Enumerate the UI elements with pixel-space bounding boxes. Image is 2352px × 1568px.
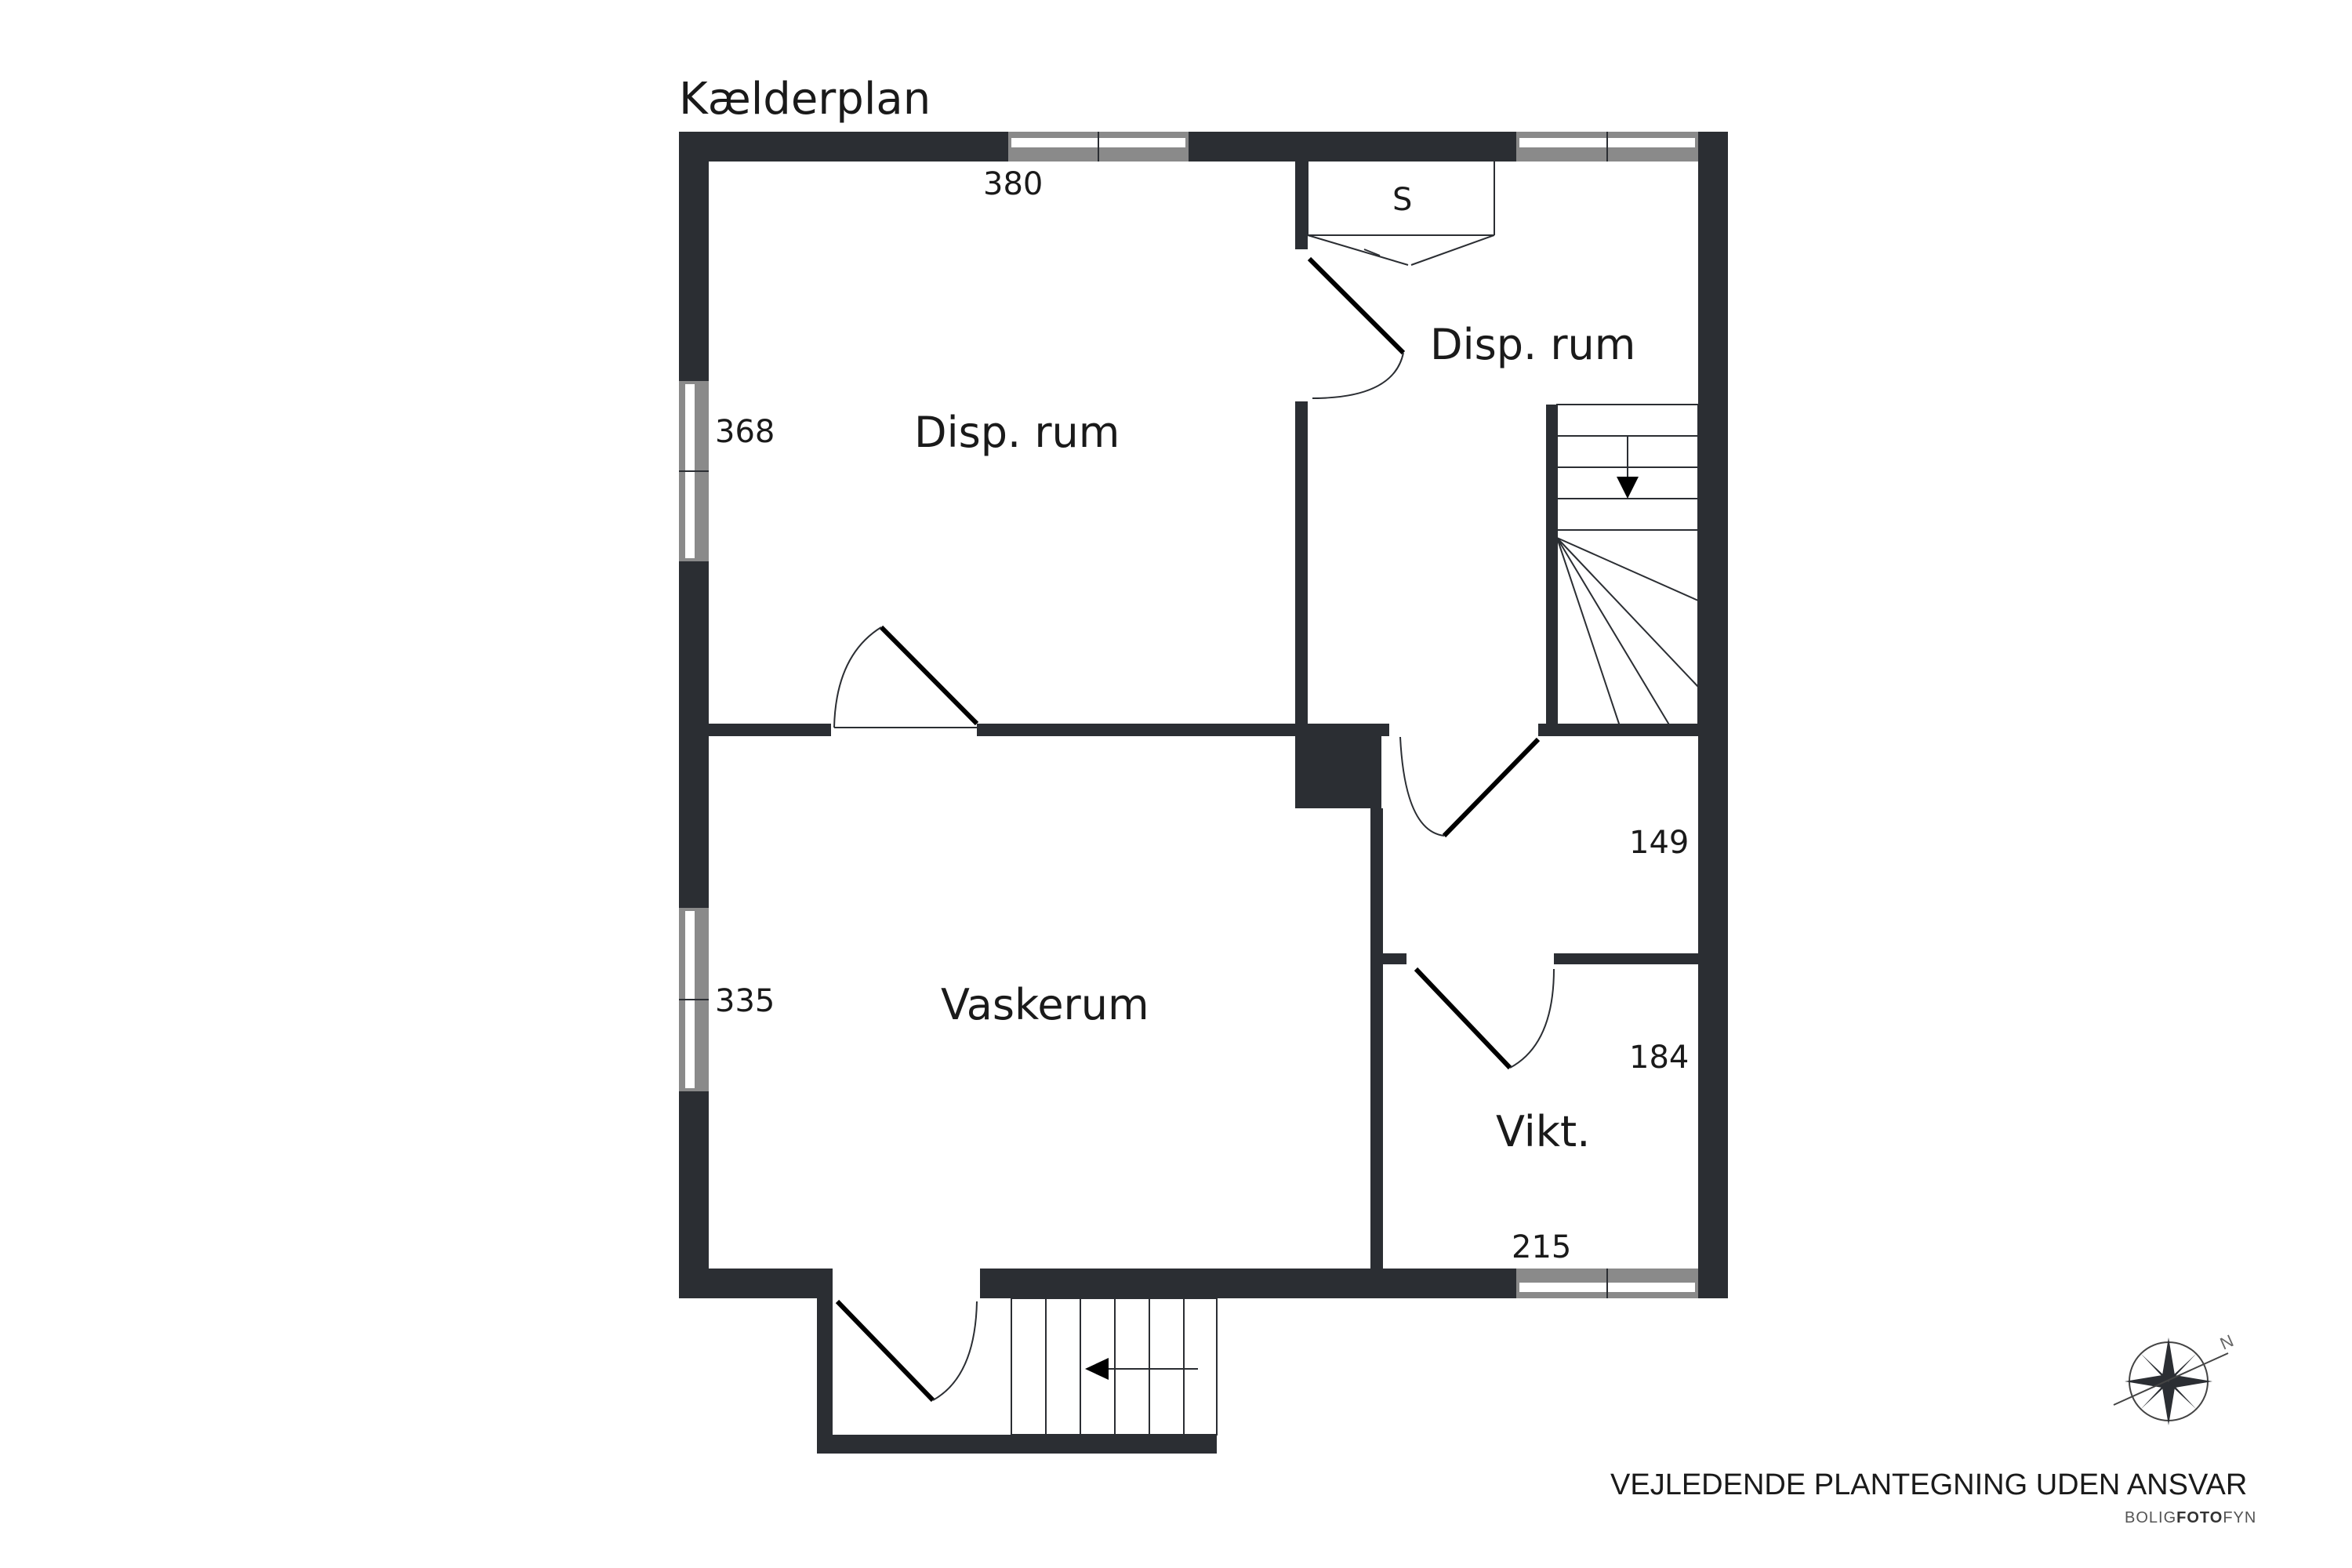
brand-logo: BOLIGFOTOFYN: [2125, 1509, 2256, 1526]
interior-walls: [709, 162, 1698, 1454]
plan-title: Kælderplan: [679, 74, 931, 125]
dim-left-lower: 335: [715, 983, 775, 1019]
closet-label: S: [1392, 182, 1412, 218]
outer-walls: [679, 132, 1728, 1298]
room-label-vaskerum: Vaskerum: [941, 980, 1149, 1029]
door-vaskerum[interactable]: [879, 625, 979, 726]
door-entry[interactable]: [835, 1299, 935, 1403]
outdoor-stairs: [1011, 1298, 1218, 1436]
room-label-disp-rum-right: Disp. rum: [1430, 320, 1635, 369]
dim-bottom-window: 215: [1512, 1229, 1571, 1265]
dim-left-upper: 368: [715, 414, 775, 450]
room-label-vikt: Vikt.: [1496, 1107, 1590, 1156]
door-vikt[interactable]: [1414, 967, 1512, 1070]
compass-icon: N: [2113, 1330, 2237, 1425]
closet-s: S: [1307, 162, 1495, 266]
dim-right-upper: 149: [1629, 825, 1689, 861]
room-label-disp-rum-left: Disp. rum: [914, 408, 1120, 457]
door-disp-rum[interactable]: [1307, 256, 1406, 355]
dim-right-lower: 184: [1629, 1040, 1689, 1076]
dim-top-window: 380: [983, 166, 1043, 202]
interior-stairs: [1546, 404, 1699, 727]
compass-north-label: N: [2217, 1330, 2237, 1353]
disclaimer-text: VEJLEDENDE PLANTEGNING UDEN ANSVAR: [1610, 1468, 2247, 1501]
door-hall-149[interactable]: [1442, 737, 1541, 838]
doors[interactable]: [833, 256, 1555, 1403]
windows: [679, 132, 1698, 1298]
